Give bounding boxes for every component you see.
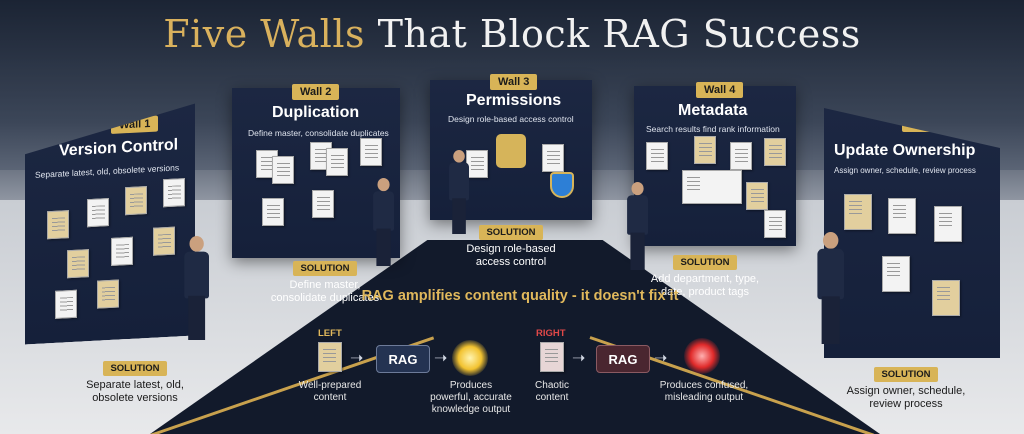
document-icon (646, 142, 668, 170)
document-icon (67, 249, 89, 278)
alarm-light-icon (684, 338, 720, 374)
document-icon (694, 136, 716, 164)
wall-subtitle: Design role-based access control (448, 114, 574, 124)
right-output-text: Produces confused,misleading output (659, 380, 749, 403)
document-icon (272, 156, 294, 184)
rag-box-right: RAG (596, 345, 650, 373)
wall-title: Update Ownership (834, 142, 976, 159)
document-icon (932, 280, 960, 316)
businessman-figure (626, 182, 648, 270)
document-icon (542, 144, 564, 172)
left-label: LEFT (318, 328, 342, 339)
document-icon (47, 210, 69, 239)
document-icon (55, 290, 77, 319)
wall-tag: Wall 2 (292, 84, 340, 100)
solution-tag: SOLUTION (103, 361, 167, 376)
shield-icon (550, 172, 574, 198)
solution-tag: SOLUTION (293, 261, 357, 276)
wall-tag: Wall 4 (696, 82, 744, 98)
solution-5: SOLUTION Assign owner, schedule,review p… (826, 364, 986, 411)
wall-tag: Wall 3 (490, 74, 538, 90)
solution-text: Define master,consolidate duplicates (270, 279, 380, 304)
businessman-figure (372, 178, 394, 266)
solution-4: SOLUTION Add department, type,date, prod… (630, 252, 780, 299)
solution-text: Assign owner, schedule,review process (846, 385, 966, 410)
wall-title: Permissions (466, 92, 562, 109)
document-icon (312, 190, 334, 218)
wall-subtitle: Define master, consolidate duplicates (248, 128, 389, 138)
document-icon (262, 198, 284, 226)
document-icon (318, 342, 342, 372)
document-icon (764, 138, 786, 166)
wall-5-panel: Wall 5 Update Ownership Assign owner, sc… (824, 108, 1000, 358)
arrow-right-icon: ➝ (350, 350, 364, 367)
solution-text: Separate latest, old,obsolete versions (86, 379, 184, 404)
wall-4-panel: Wall 4 Metadata Search results find rank… (634, 82, 796, 246)
wall-2-panel: Wall 2 Duplication Define master, consol… (232, 84, 400, 258)
right-label: RIGHT (536, 328, 566, 339)
lock-icon (496, 134, 526, 168)
wall-subtitle: Separate latest, old, obsolete versions (35, 162, 180, 180)
wall-title: Duplication (272, 104, 360, 121)
document-icon (360, 138, 382, 166)
wall-subtitle: Search results find rank information (646, 124, 780, 134)
wall-title: Metadata (678, 102, 748, 119)
page-title: Five Walls That Block RAG Success (163, 12, 861, 56)
document-icon (97, 280, 119, 309)
document-icon (934, 206, 962, 242)
banner-text: RAG amplifies content quality - it doesn… (361, 288, 679, 304)
document-icon (764, 210, 786, 238)
wall-title: Version Control (59, 136, 179, 160)
document-icon (844, 194, 872, 230)
wall-subtitle: Assign owner, schedule, review process (834, 166, 976, 175)
document-icon (326, 148, 348, 176)
solution-text: Add department, type,date, product tags (650, 273, 760, 298)
document-icon (466, 150, 488, 178)
document-icon (540, 342, 564, 372)
document-icon (125, 186, 147, 215)
solution-2: SOLUTION Define master,consolidate dupli… (250, 258, 400, 305)
document-icon (153, 227, 175, 256)
document-icon (746, 182, 768, 210)
arrow-right-icon: ➝ (654, 350, 668, 367)
document-icon (111, 237, 133, 266)
businessman-figure (183, 236, 209, 340)
solution-tag: SOLUTION (673, 255, 737, 270)
arrow-right-icon: ➝ (572, 350, 586, 367)
document-icon (682, 170, 742, 204)
rag-box-left: RAG (376, 345, 430, 373)
businessman-figure (448, 150, 469, 234)
document-icon (730, 142, 752, 170)
document-icon (163, 178, 185, 207)
warning-light-icon (452, 340, 488, 376)
solution-1: SOLUTION Separate latest, old,obsolete v… (60, 358, 210, 405)
document-icon (87, 198, 109, 227)
businessman-figure (816, 232, 844, 344)
arrow-right-icon: ➝ (434, 350, 448, 367)
solution-tag: SOLUTION (479, 225, 543, 240)
solution-tag: SOLUTION (874, 367, 938, 382)
document-icon (888, 198, 916, 234)
document-icon (882, 256, 910, 292)
